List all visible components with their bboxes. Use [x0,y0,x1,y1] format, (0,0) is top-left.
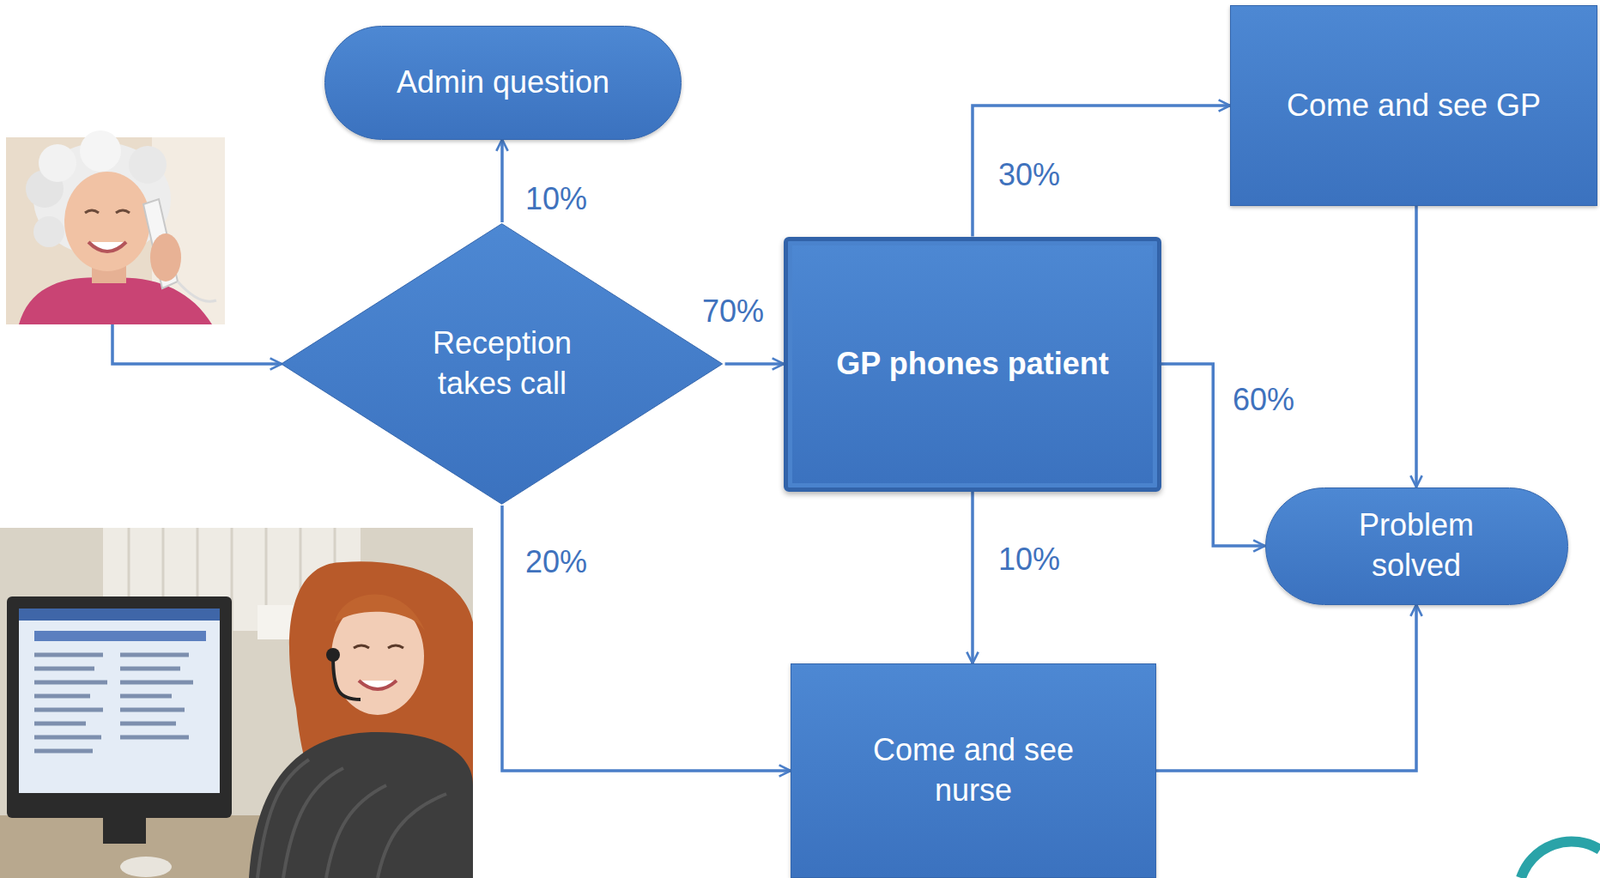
face [64,171,151,272]
hair-curl [128,145,167,184]
receptionist-photo [0,527,473,878]
process-box: Come and see nurse [790,663,1157,878]
percentage-label: 60% [1229,381,1298,419]
flow-arrow [725,362,784,366]
monitor [6,596,232,819]
flow-arrow [500,139,504,224]
node-text: Come and see GP [1286,85,1541,127]
headset-mic [333,656,361,700]
node-text: Reception takes call [407,323,597,405]
hair-curl [79,130,122,172]
sweater-knit [257,759,447,878]
process-box: Come and see GP [1230,5,1598,207]
flow-arrow [970,491,975,665]
smile [88,242,127,252]
decision-diamond: Reception takes call [278,222,725,506]
eye [115,210,130,213]
smile [358,680,397,690]
terminal-pill: Problem solved [1265,487,1569,606]
flow-arrow [972,105,1231,237]
dark-sweater [248,732,473,878]
node-text: Admin question [396,62,610,104]
hand [150,233,182,282]
monitor-screen [18,608,220,794]
logo-fragment [1521,841,1600,878]
hair-curl [33,216,65,248]
terminal-pill: Admin question [324,25,682,140]
monitor-stand [103,818,146,844]
diamond-shape [281,224,723,505]
photo-background [0,527,473,878]
percentage-label: 20% [521,543,591,581]
input-arrow [112,324,282,364]
screen-bar [18,608,220,621]
flow-arrow [1414,206,1419,488]
patient-photo [6,130,225,325]
node-text: GP phones patient [836,344,1109,385]
eye [387,645,404,649]
flow-arrow [1156,605,1417,772]
screen-lines [34,654,194,752]
node-text: Problem solved [1334,505,1498,587]
pink-shirt [18,277,213,325]
headset-earpiece [326,648,340,662]
node-text: Come and see nurse [861,730,1085,812]
photo-background [6,137,225,325]
eye [84,210,99,213]
hair-curl [38,144,77,182]
desk-item [120,856,172,878]
eye [353,645,370,649]
process-box: GP phones patient [783,236,1162,492]
screen-header [34,630,207,642]
percentage-label: 10% [994,540,1064,578]
diamond-outline [278,222,725,506]
percentage-label: 10% [521,180,591,218]
percentage-label: 30% [994,156,1064,194]
flow-arrow [502,505,791,771]
phone-cord [177,281,217,302]
fringe [334,594,425,632]
percentage-label: 70% [698,292,768,330]
